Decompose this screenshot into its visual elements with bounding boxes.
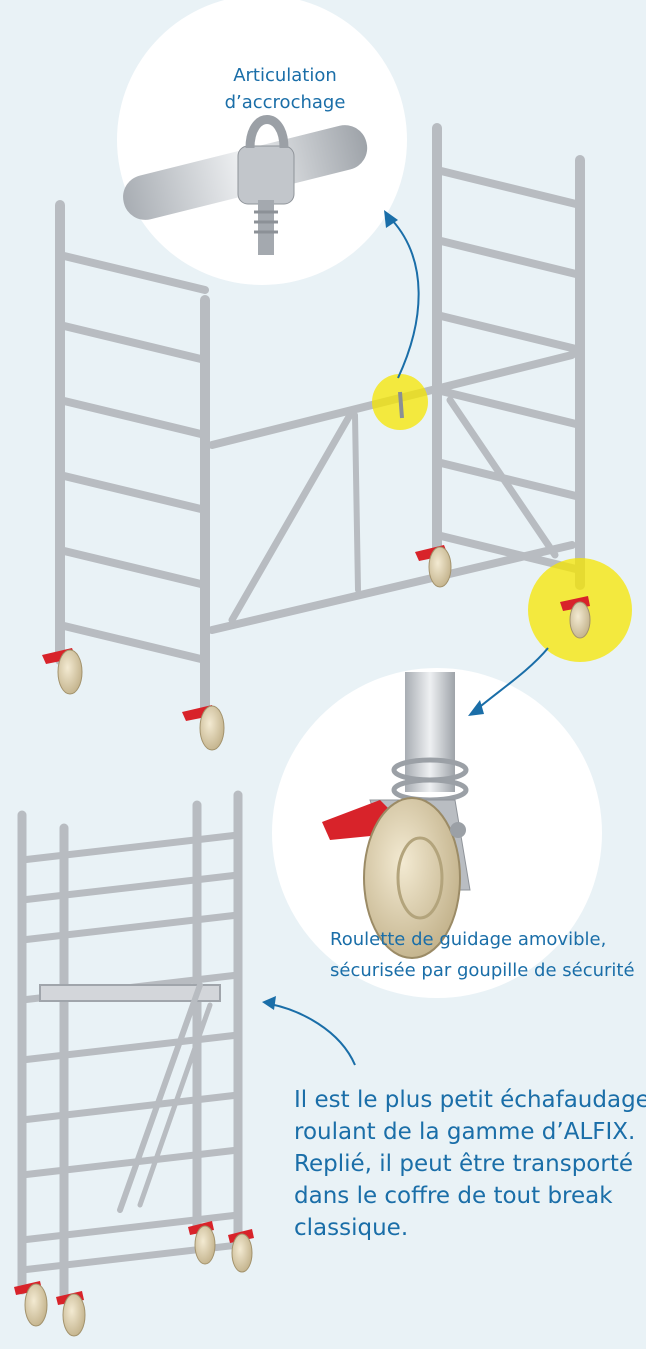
guide-wheel-caption: Roulette de guidage amovible, sécurisée … (330, 924, 640, 986)
product-description: Il est le plus petit échafaudage roulant… (294, 1084, 646, 1244)
guide-wheel-caption-line: sécurisée par goupille de sécurité (330, 960, 635, 981)
hook-joint-caption: Articulation d’accrochage (190, 62, 380, 116)
main-scaffold-wheels (42, 545, 452, 751)
description-line: roulant de la gamme d’ALFIX. (294, 1119, 636, 1145)
guide-wheel-caption-line: Roulette de guidage amovible, (330, 929, 607, 950)
description-line: Replié, il peut être transporté (294, 1151, 634, 1177)
hook-joint-arrowhead (384, 210, 398, 228)
wheel-arrow (475, 647, 549, 711)
guide-wheel-detail (272, 668, 602, 998)
folded-scaffold-arrowhead (262, 996, 276, 1010)
hook-joint-detail (117, 0, 407, 285)
folded-scaffold (17, 790, 243, 1305)
hook-joint-arrow (391, 219, 420, 379)
description-line: classique. (294, 1215, 409, 1241)
hook-joint-caption-line: d’accrochage (224, 92, 346, 113)
folded-scaffold-arrow (269, 1003, 356, 1066)
folded-scaffold-wheels (14, 1221, 254, 1337)
hook-joint-caption-line: Articulation (233, 65, 337, 86)
wheel-arrowhead (468, 700, 484, 716)
description-line: dans le coffre de tout break (294, 1183, 613, 1209)
description-line: Il est le plus petit échafaudage (294, 1087, 646, 1113)
